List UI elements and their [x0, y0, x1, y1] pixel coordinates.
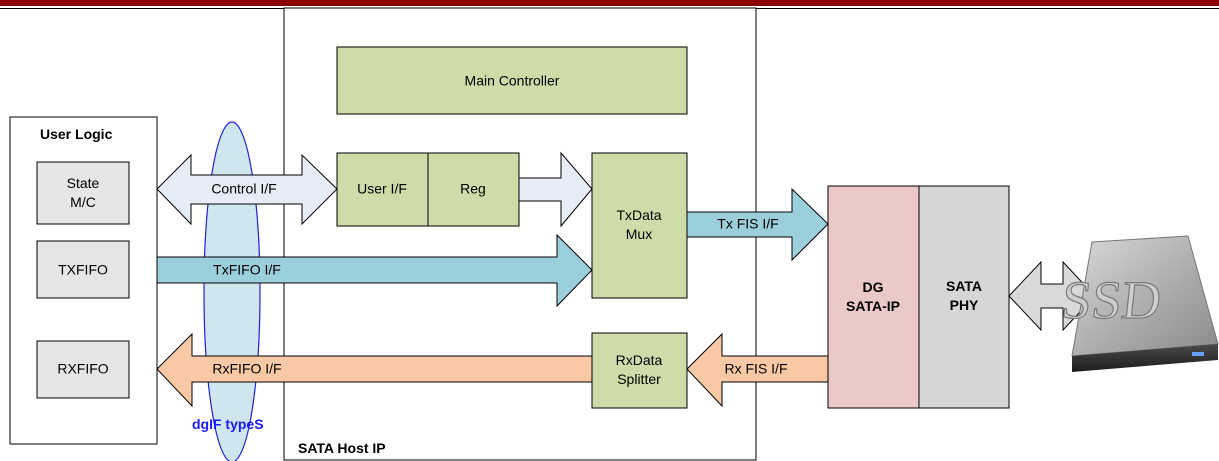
control-if-arrow	[156, 153, 338, 226]
control-if-label: Control I/F	[211, 180, 277, 197]
tx-fis-if-label: Tx FIS I/F	[717, 215, 779, 232]
state-mc-block	[36, 161, 130, 225]
dg-sata-ip-label: DG SATA-IP	[846, 279, 900, 314]
dg-sata-ip-block	[827, 185, 920, 409]
rxfifo-if-arrow	[156, 332, 593, 408]
sata-phy-block	[918, 185, 1010, 409]
ssd-icon: SSD	[1058, 235, 1219, 372]
rxfifo-block	[36, 340, 130, 399]
user-logic-title: User Logic	[40, 126, 113, 142]
rxdata-splitter-block	[591, 332, 688, 409]
dgif-ellipse	[203, 121, 261, 461]
txfifo-block	[36, 240, 130, 299]
txfifo-if-label: TxFIFO I/F	[213, 261, 281, 278]
tx-fis-if-arrow	[686, 187, 829, 262]
ssd-label: SSD	[1059, 270, 1164, 330]
state-mc-label: State M/C	[66, 175, 100, 210]
rxfifo-label: RXFIFO	[57, 360, 109, 377]
dgif-label: dgIF typeS	[192, 416, 264, 432]
reg-block	[427, 152, 520, 227]
txfifo-if-arrow	[156, 233, 593, 308]
main-controller-label: Main Controller	[464, 72, 560, 89]
user-if-label: User I/F	[357, 180, 407, 197]
user-if-block	[336, 152, 429, 227]
sata-phy-label: SATA PHY	[945, 278, 983, 313]
txfifo-label: TXFIFO	[58, 261, 108, 278]
top-bar	[0, 0, 1219, 6]
rxdata-splitter-label: RxData Splitter	[615, 352, 663, 387]
reg-label: Reg	[460, 180, 486, 197]
rx-fis-if-label: Rx FIS I/F	[724, 360, 788, 377]
sata-host-ip-label: SATA Host IP	[298, 440, 386, 456]
rxfifo-if-label: RxFIFO I/F	[212, 360, 282, 377]
main-controller-block	[336, 46, 688, 115]
reg-to-mux-arrow	[518, 151, 593, 228]
rx-fis-if-arrow	[686, 332, 829, 408]
txdata-mux-label: TxData Mux	[616, 207, 662, 242]
